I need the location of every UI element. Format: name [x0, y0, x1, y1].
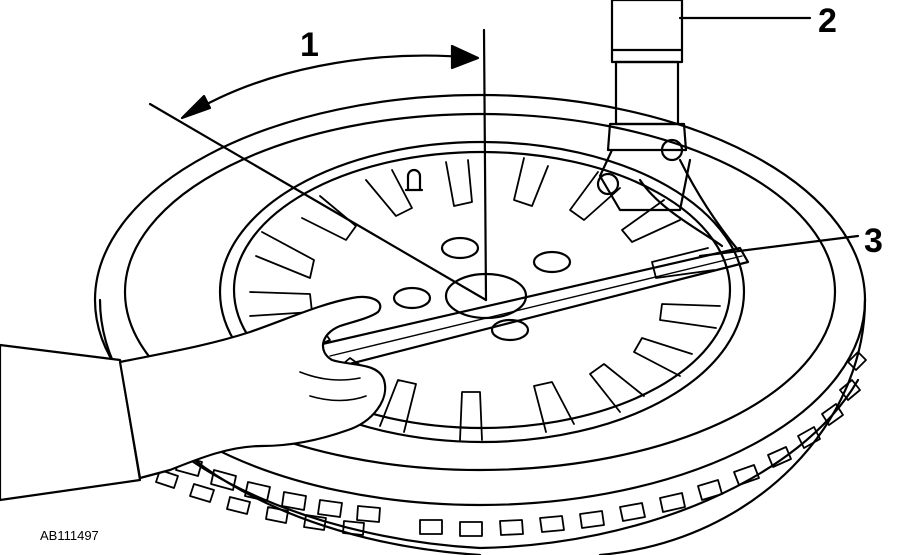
finger-creases: [299, 371, 367, 402]
tire-tread-lower-edge: [110, 378, 860, 550]
tire-sidewall-inner: [123, 112, 837, 472]
tire: [93, 93, 867, 555]
mounting-head-assembly: [596, 0, 812, 252]
vertical-reference-line: [482, 28, 488, 302]
column-collar: [610, 48, 684, 64]
figure-reference-id: AB111497: [40, 528, 99, 543]
angle-arc-arrowhead-left: [180, 94, 212, 120]
lever-ridge: [329, 255, 743, 357]
lug-hole: [532, 250, 572, 274]
mounting-angle-indicator: [148, 28, 488, 302]
head-bolt: [660, 138, 684, 162]
head-body: [598, 122, 692, 212]
sleeve: [0, 343, 142, 502]
callout-3-label: 3: [864, 222, 883, 260]
leader-line-3: [698, 234, 860, 258]
angle-arc: [184, 54, 478, 118]
head-bolt: [596, 172, 620, 196]
lug-hole: [440, 236, 480, 260]
callout-1-label: 1: [300, 26, 319, 64]
tire-lever: [305, 234, 860, 373]
angled-reference-line: [148, 102, 488, 302]
hand-outline: [118, 295, 387, 480]
angle-arc-arrowhead-right: [450, 44, 480, 70]
tread-pattern-right: [419, 351, 867, 537]
tread-pattern-left: [145, 439, 381, 536]
tire-tread-band: [98, 298, 867, 555]
valve-stem: [404, 168, 424, 192]
lug-hole: [392, 286, 432, 310]
hand: [0, 295, 387, 502]
head-foot: [638, 158, 740, 252]
callout-2-label: 2: [818, 2, 837, 40]
rim-flange-outer: [218, 140, 746, 444]
vertical-column-upper: [610, 0, 684, 52]
lug-hole: [490, 318, 530, 342]
